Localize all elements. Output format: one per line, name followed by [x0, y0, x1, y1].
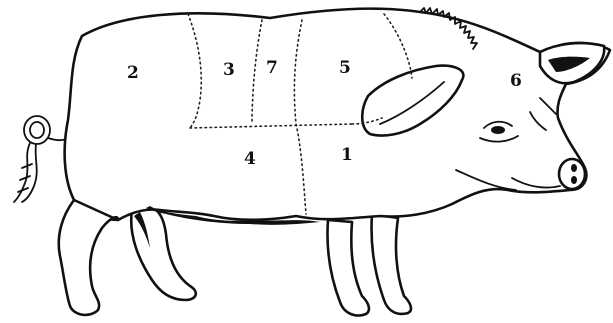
cut-label-5: 5: [339, 58, 351, 78]
snout: [559, 159, 585, 189]
front-leg-near: [328, 220, 369, 316]
cut-label-2: 2: [127, 63, 139, 83]
cut-label-6: 6: [510, 71, 522, 91]
front-leg-far: [372, 214, 411, 314]
pig-body: [65, 9, 610, 220]
tail: [14, 116, 72, 202]
cut-label-4: 4: [244, 149, 256, 169]
hind-leg-near: [59, 200, 118, 315]
cut-label-3: 3: [223, 60, 235, 80]
cut-label-1: 1: [341, 145, 353, 165]
cut-label-7: 7: [266, 58, 278, 78]
